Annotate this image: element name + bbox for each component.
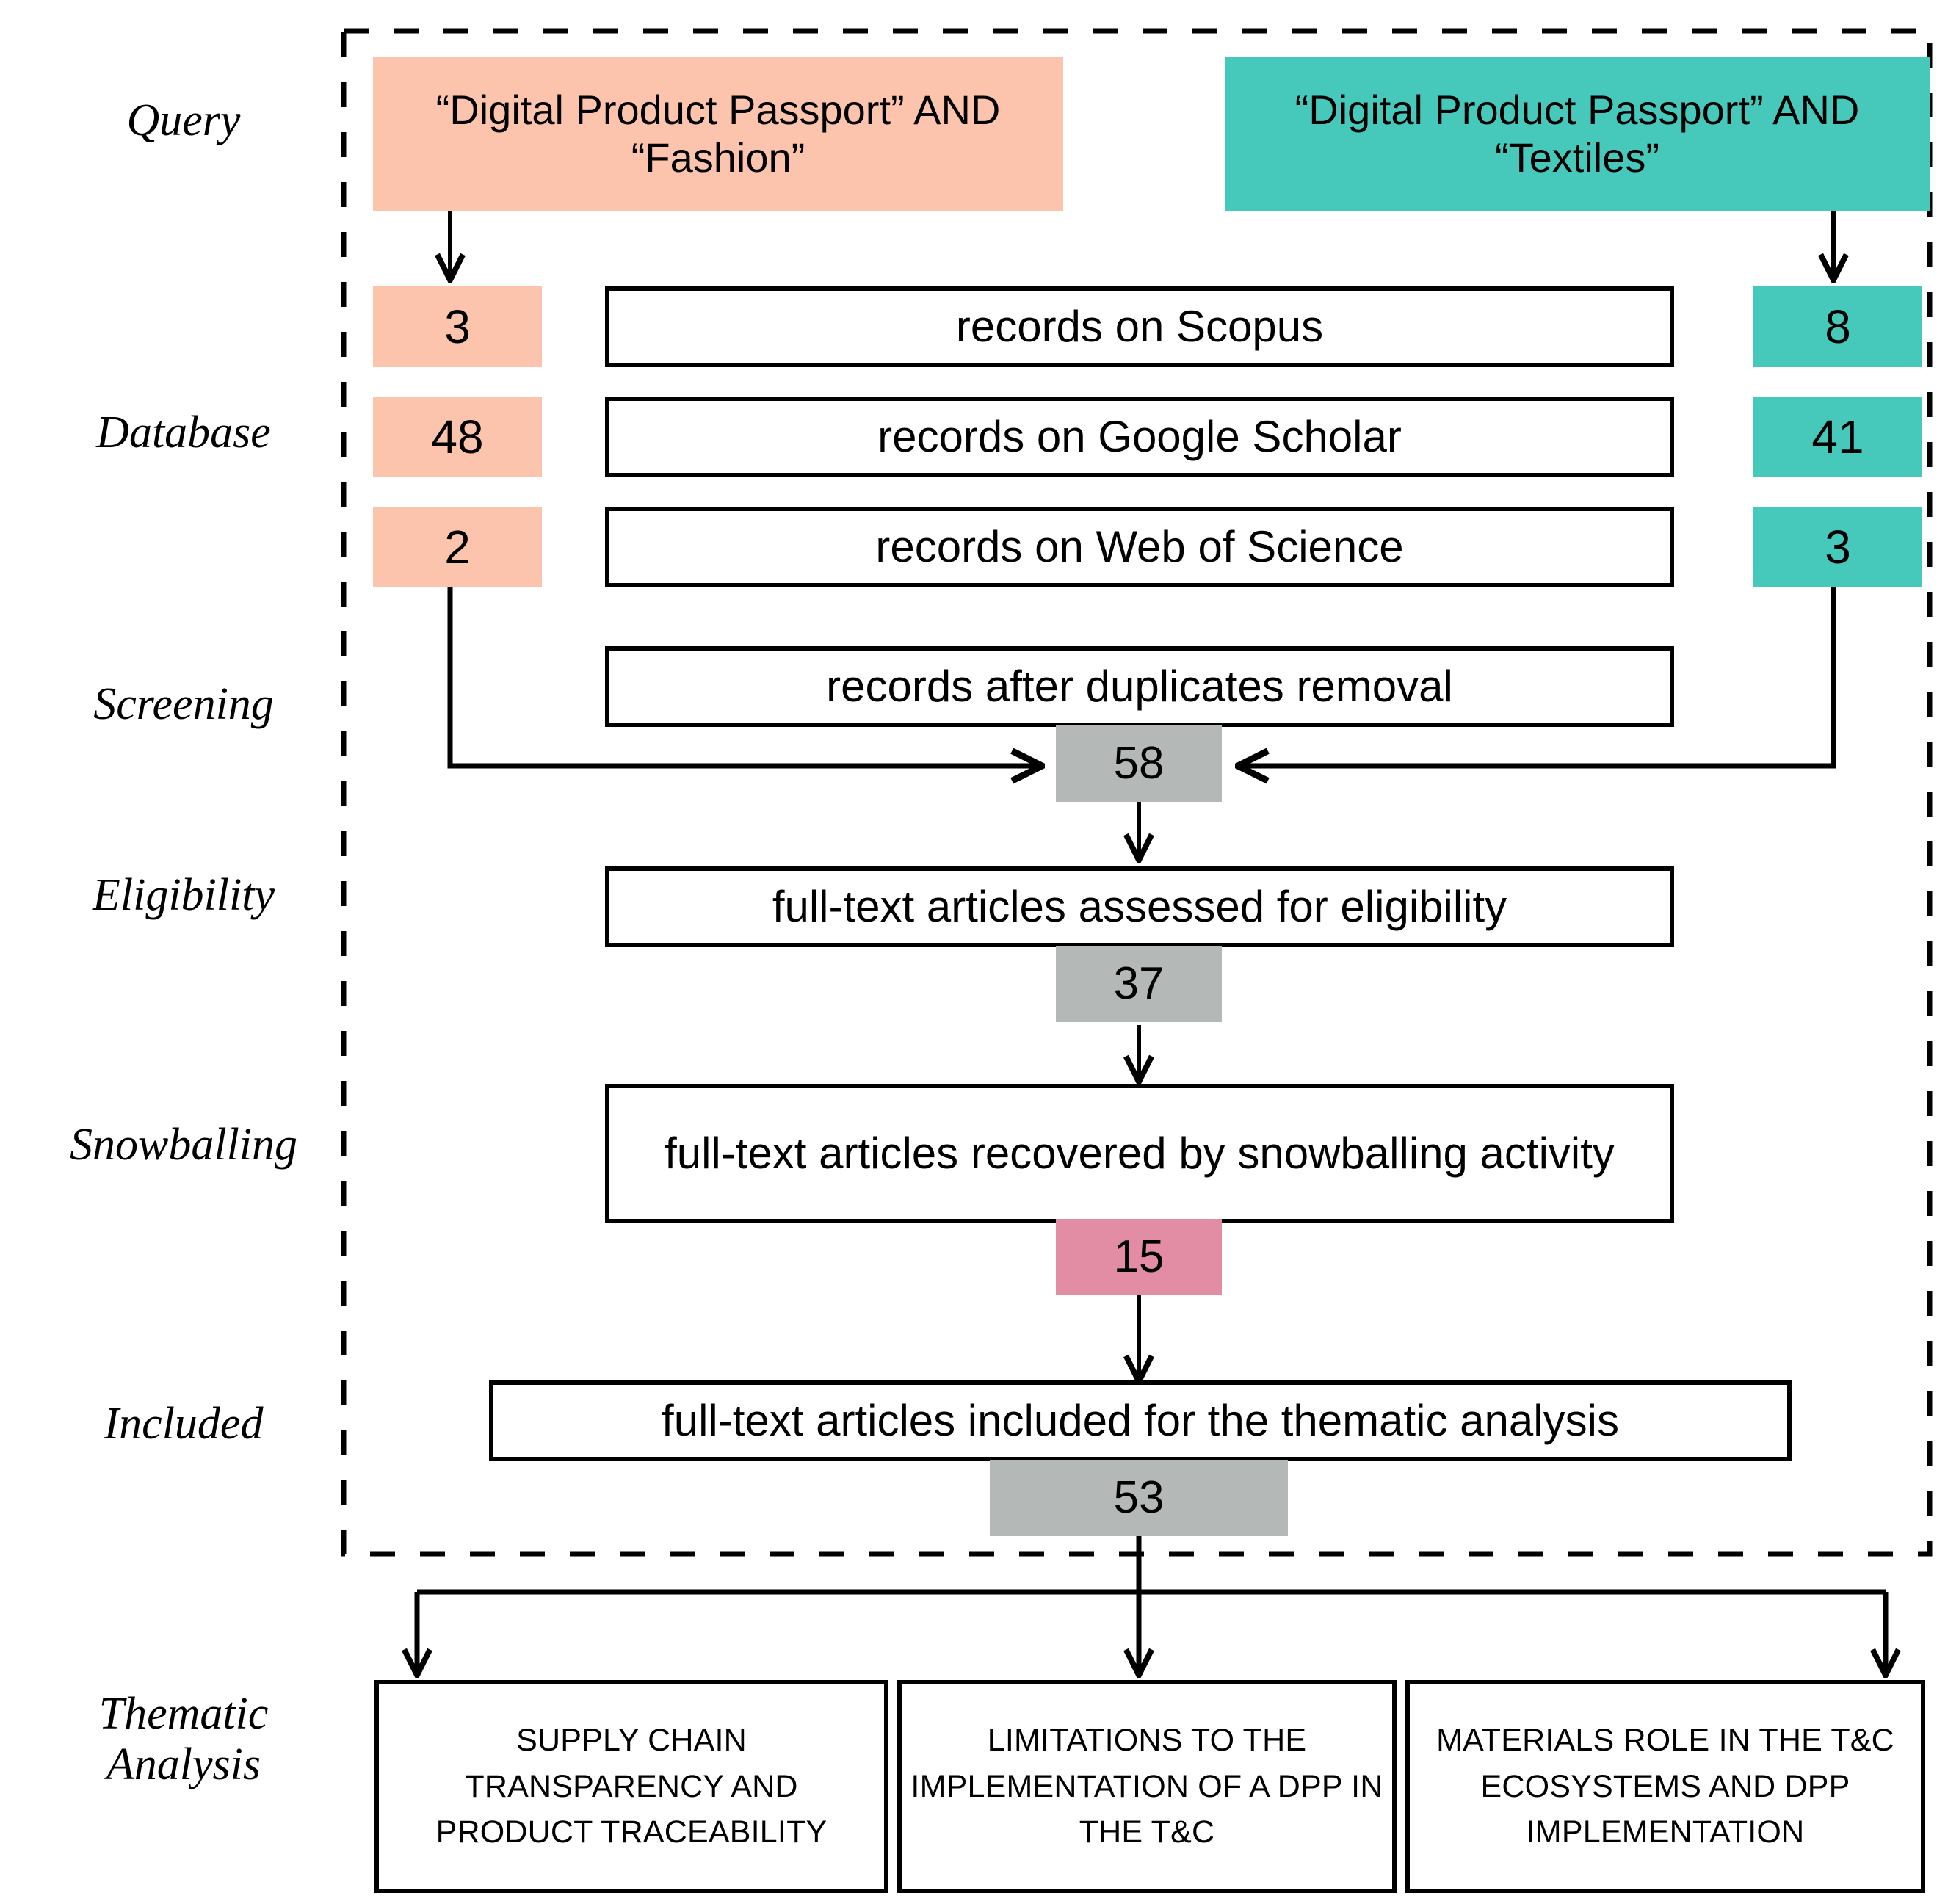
query-textiles-text: “Digital Product Passport” AND “Textiles… <box>1294 87 1860 181</box>
badge-eligibility-value: 37 <box>1113 958 1165 1010</box>
record-box-google-scholar-label: records on Google Scholar <box>877 412 1402 462</box>
theme-box-supply-chain: SUPPLY CHAIN TRANSPARENCY AND PRODUCT TR… <box>374 1680 888 1893</box>
record-box-eligibility-label: full-text articles assessed for eligibil… <box>772 882 1507 932</box>
record-box-duplicates-removal-label: records after duplicates removal <box>826 662 1453 712</box>
record-box-eligibility: full-text articles assessed for eligibil… <box>605 866 1674 947</box>
stage-label-thematic: Thematic Analysis <box>98 1689 269 1790</box>
stage-label-screening: Screening <box>93 679 274 729</box>
count-wos-fashion-value: 2 <box>444 520 471 573</box>
count-scopus-fashion: 3 <box>373 286 542 367</box>
theme-box-limitations-label: LIMITATIONS TO THE IMPLEMENTATION OF A D… <box>910 1723 1383 1850</box>
stage-label-included: Included <box>104 1399 264 1449</box>
count-scholar-fashion-value: 48 <box>431 410 484 463</box>
query-fashion-text: “Digital Product Passport” AND “Fashion” <box>435 87 1001 181</box>
record-box-web-of-science-label: records on Web of Science <box>875 522 1404 572</box>
record-box-snowballing-label: full-text articles recovered by snowball… <box>665 1129 1615 1179</box>
record-box-included-label: full-text articles included for the them… <box>662 1396 1619 1446</box>
count-scopus-fashion-value: 3 <box>444 300 471 353</box>
record-box-included: full-text articles included for the them… <box>489 1380 1792 1461</box>
count-wos-textiles: 3 <box>1753 507 1922 587</box>
badge-screening-value: 58 <box>1113 738 1165 789</box>
stage-label-snowballing: Snowballing <box>69 1120 298 1170</box>
record-box-snowballing: full-text articles recovered by snowball… <box>605 1084 1674 1223</box>
count-wos-fashion: 2 <box>373 507 542 587</box>
count-scopus-textiles-value: 8 <box>1825 300 1851 353</box>
record-box-scopus: records on Scopus <box>605 286 1674 367</box>
badge-snowballing-value: 15 <box>1113 1231 1165 1283</box>
count-scholar-textiles: 41 <box>1753 397 1922 477</box>
stage-label-database: Database <box>96 408 271 457</box>
count-scholar-textiles-value: 41 <box>1811 410 1864 463</box>
query-box-textiles: “Digital Product Passport” AND “Textiles… <box>1225 57 1930 211</box>
query-box-fashion: “Digital Product Passport” AND “Fashion” <box>373 57 1063 211</box>
count-scholar-fashion: 48 <box>373 397 542 477</box>
badge-included-count: 53 <box>990 1460 1288 1536</box>
badge-screening-count: 58 <box>1056 725 1222 802</box>
theme-box-limitations: LIMITATIONS TO THE IMPLEMENTATION OF A D… <box>897 1680 1397 1893</box>
record-box-duplicates-removal: records after duplicates removal <box>605 646 1674 727</box>
theme-box-materials-role: MATERIALS ROLE IN THE T&C ECOSYSTEMS AND… <box>1405 1680 1925 1893</box>
stage-label-eligibility: Eligibility <box>93 870 275 920</box>
badge-eligibility-count: 37 <box>1056 946 1222 1022</box>
count-wos-textiles-value: 3 <box>1825 520 1851 573</box>
record-box-scopus-label: records on Scopus <box>955 302 1324 352</box>
record-box-web-of-science: records on Web of Science <box>605 507 1674 587</box>
theme-box-supply-chain-label: SUPPLY CHAIN TRANSPARENCY AND PRODUCT TR… <box>435 1723 828 1850</box>
connector-right-to-screening <box>1241 587 1836 766</box>
badge-included-value: 53 <box>1113 1472 1165 1524</box>
stage-label-query: Query <box>126 95 241 145</box>
theme-box-materials-role-label: MATERIALS ROLE IN THE T&C ECOSYSTEMS AND… <box>1436 1723 1894 1850</box>
record-box-google-scholar: records on Google Scholar <box>605 397 1674 477</box>
connector-left-to-screening <box>447 587 1039 766</box>
count-scopus-textiles: 8 <box>1753 286 1922 367</box>
connector-included-to-themes <box>414 1516 1889 1665</box>
badge-snowballing-count: 15 <box>1056 1219 1222 1295</box>
